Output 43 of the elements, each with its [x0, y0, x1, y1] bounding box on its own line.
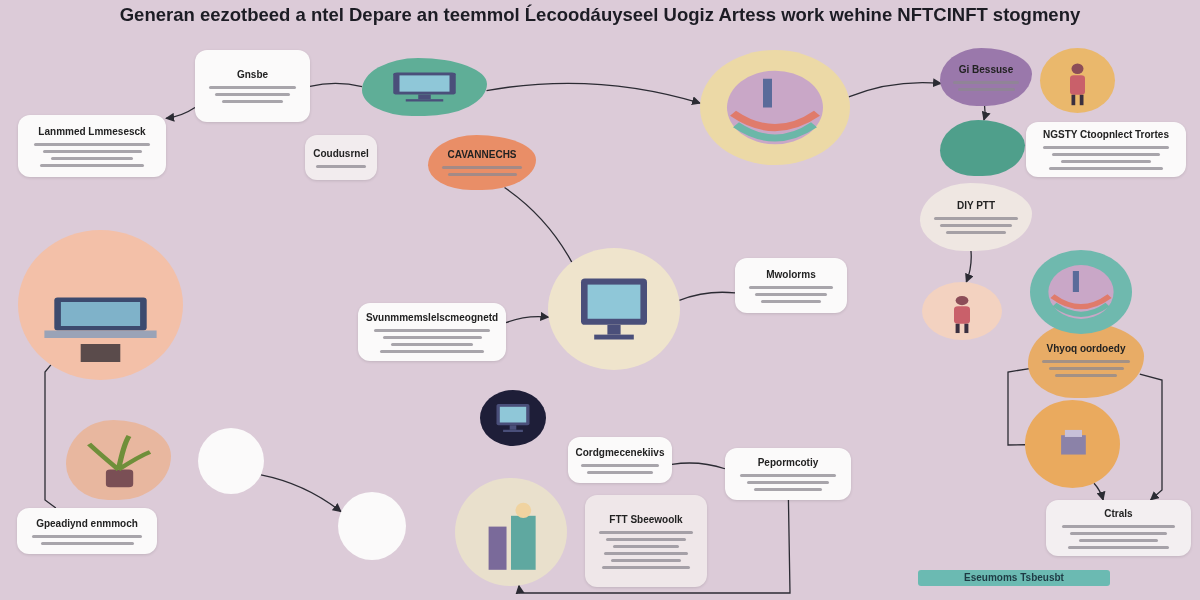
text-card [305, 135, 377, 180]
arrow [165, 106, 196, 122]
node-heading: Coudusrnel [313, 147, 369, 160]
arrow [981, 105, 991, 121]
text-card [1026, 122, 1186, 177]
arrow [964, 250, 974, 283]
connector-line [503, 186, 573, 263]
connector-line [671, 462, 726, 470]
text-card [195, 50, 310, 122]
node-heading: Lanmmed Lmmesesck [38, 125, 146, 138]
node-heading: Cordgmecenekiivs [575, 446, 665, 459]
text-card [1046, 500, 1191, 556]
arrow [1139, 373, 1163, 501]
node-heading: DIY PTT [956, 200, 996, 212]
banner-label: Eseumoms Tsbeusbt [918, 570, 1110, 586]
node-heading: Vhyoq oordoedy [1046, 343, 1126, 355]
cloud-blob [940, 120, 1025, 176]
arrow [1093, 482, 1106, 501]
text-card [358, 303, 506, 361]
connector-line [309, 82, 363, 88]
text-card [725, 448, 851, 500]
arrow [260, 474, 342, 513]
node-heading: NGSTY Ctoopnlect Trortes [1043, 129, 1169, 141]
text-card [585, 495, 707, 587]
node-heading: Pepormcotiy [757, 457, 819, 469]
connector-line [44, 364, 57, 509]
text-card [17, 508, 157, 554]
text-card [735, 258, 847, 313]
arrow [515, 499, 791, 595]
node-heading: CAVANNECHS [447, 149, 517, 161]
text-card [18, 115, 166, 177]
node-heading: Gi Bessuse [958, 63, 1014, 76]
node-heading: FTT Sbeewoolk [609, 513, 683, 526]
arrow [505, 312, 550, 324]
node-heading: Gnsbe [236, 69, 269, 81]
text-card [568, 437, 672, 483]
node-heading: Gpeadiynd enmmoch [36, 517, 138, 530]
node-heading: Ctrals [1104, 507, 1133, 520]
node-heading: Mwolorms [766, 268, 816, 281]
node-heading: Svunmmemslelscmeognetd [365, 311, 499, 324]
connector-line [678, 291, 736, 301]
diagram-title: Generan eezotbeed a ntel Depare an teemmol Ĺecoodáuyseel Uogiz Artess work wehine NFTCINFT stogmeny [118, 4, 1082, 26]
arrow [485, 82, 702, 106]
